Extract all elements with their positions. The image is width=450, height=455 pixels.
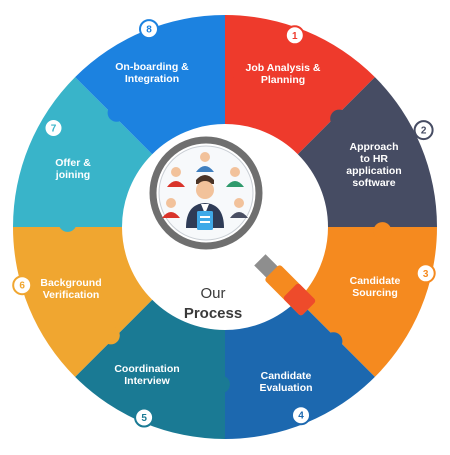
- step-number: 3: [423, 269, 429, 280]
- segment-connector-tab: [58, 213, 77, 232]
- step-number-badge: 1: [284, 25, 305, 46]
- process-segments: [13, 15, 437, 439]
- step-label-line: Sourcing: [352, 287, 398, 299]
- step-label-line: Approach: [349, 141, 398, 153]
- step-label-line: Planning: [261, 74, 305, 86]
- step-label-line: Background: [40, 277, 101, 289]
- step-label-line: Candidate: [350, 275, 401, 287]
- step-label-line: Offer &: [55, 157, 91, 169]
- person-icon: [167, 167, 185, 187]
- step-number-badges: 1 2 3 4 5 6 7 8: [12, 19, 436, 428]
- segment-connector-tab: [324, 332, 343, 351]
- step-number-badge: 2: [413, 120, 434, 141]
- step-label-line: Job Analysis &: [246, 62, 321, 74]
- segment-connector-tab: [101, 326, 120, 345]
- step-number-badge: 4: [291, 405, 311, 426]
- step-number: 1: [292, 31, 298, 42]
- magnifier-with-people-icon: [149, 136, 316, 316]
- step-number: 5: [141, 413, 147, 424]
- step-label-line: joining: [55, 169, 90, 181]
- step-label-line: On-boarding &: [115, 61, 189, 73]
- person-icon: [162, 198, 180, 218]
- step-number-badge: 6: [12, 275, 33, 296]
- process-segment-4: [225, 299, 375, 439]
- segment-connector-tab: [107, 103, 126, 122]
- process-segment-1: [225, 15, 375, 155]
- step-label-line: Evaluation: [259, 382, 312, 394]
- step-number-badge: 8: [139, 19, 159, 40]
- center-title-line1: Our: [200, 285, 225, 302]
- step-number: 6: [19, 281, 25, 292]
- step-number: 7: [51, 124, 57, 135]
- step-label-line: application: [346, 165, 401, 177]
- process-segment-8: [75, 15, 225, 155]
- step-label-line: software: [352, 177, 395, 189]
- step-number-badge: 3: [415, 263, 436, 284]
- step-label-line: to HR: [360, 153, 388, 165]
- process-segment-7: [13, 77, 153, 227]
- step-number: 2: [421, 126, 427, 137]
- step-label-line: Candidate: [261, 370, 312, 382]
- person-icon: [196, 152, 214, 172]
- segment-connector-tab: [373, 222, 392, 241]
- center-title-line2: Process: [184, 305, 242, 322]
- step-label-line: Interview: [124, 375, 170, 387]
- person-icon: [226, 167, 244, 187]
- segment-connector-tab: [211, 375, 230, 394]
- step-number-badge: 5: [134, 407, 155, 428]
- candidate-person-icon: [186, 175, 224, 230]
- person-icon: [230, 198, 248, 218]
- step-number: 8: [146, 25, 152, 36]
- segment-connector-tab: [330, 109, 349, 128]
- process-segment-6: [13, 227, 153, 377]
- process-segment-3: [297, 227, 437, 377]
- step-label-line: Coordination: [114, 363, 179, 375]
- step-label-line: Integration: [125, 73, 179, 85]
- process-segment-5: [75, 299, 225, 439]
- step-number: 4: [298, 411, 304, 422]
- step-number-badge: 7: [43, 118, 64, 138]
- step-label-line: Verification: [43, 289, 100, 301]
- process-segment-2: [297, 77, 437, 227]
